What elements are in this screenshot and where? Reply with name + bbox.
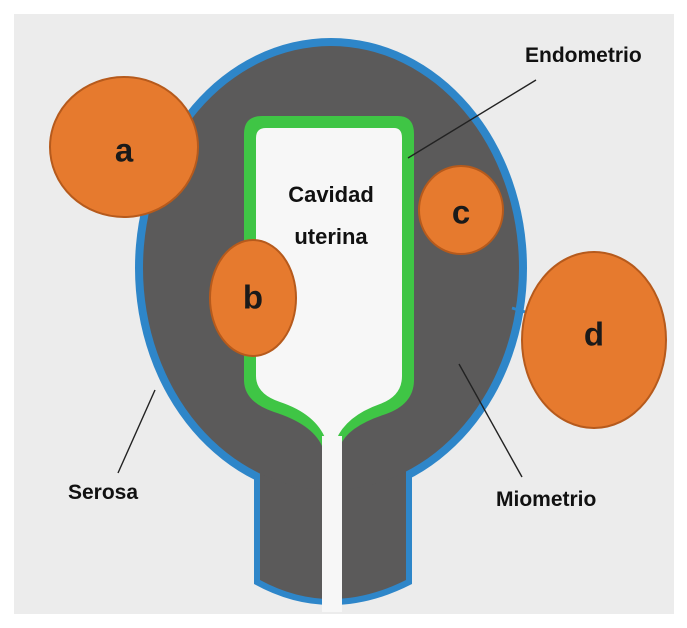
label-cavidad-line2: uterina — [294, 224, 368, 249]
cervical-canal — [322, 436, 342, 612]
label-cavidad-line1: Cavidad — [288, 182, 374, 207]
marker-d-label: d — [584, 316, 604, 353]
label-miometrio: Miometrio — [496, 488, 596, 511]
marker-c-label: c — [452, 194, 470, 231]
marker-a-label: a — [115, 132, 134, 169]
label-endometrio: Endometrio — [525, 44, 642, 67]
marker-b-label: b — [243, 279, 263, 316]
label-serosa: Serosa — [68, 481, 138, 504]
